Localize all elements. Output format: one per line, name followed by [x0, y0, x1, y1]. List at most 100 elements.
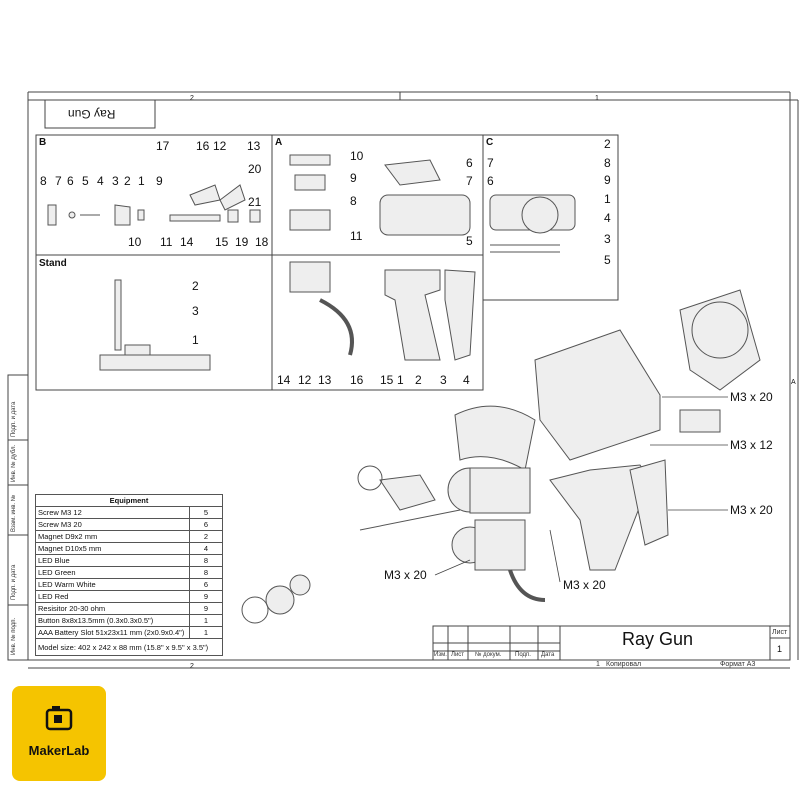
- part-number: 12: [213, 139, 227, 153]
- stamp-label: Инв. № дубл.: [11, 444, 17, 482]
- tb-col: Дата: [541, 652, 555, 658]
- equipment-item: AAA Battery Slot 51x23x11 mm (2x0.9x0.4"…: [35, 626, 190, 639]
- equipment-qty: 6: [189, 578, 223, 591]
- part-number: 1: [138, 174, 145, 188]
- part-number: 10: [128, 235, 142, 249]
- part-number: 13: [318, 373, 332, 387]
- equipment-qty: 2: [189, 530, 223, 543]
- part-number: 16: [350, 373, 364, 387]
- part-number: 1: [397, 373, 404, 387]
- tb-col: Лист: [451, 652, 465, 658]
- part-number: 2: [124, 174, 131, 188]
- zone-bottom-2: 2: [190, 663, 194, 670]
- mirrored-title: Ray Gun: [68, 107, 116, 121]
- part-number: 4: [97, 174, 104, 188]
- stamp-label: Подп. и дата: [11, 564, 17, 600]
- equipment-qty: 8: [189, 566, 223, 579]
- part-number: 5: [466, 234, 473, 248]
- equipment-qty: 4: [189, 542, 223, 555]
- tb-col: Изм.: [434, 652, 447, 658]
- tb-col: Подп.: [515, 652, 531, 658]
- equipment-qty: 9: [189, 590, 223, 603]
- part-number: 8: [604, 156, 611, 170]
- part-number: 3: [440, 373, 447, 387]
- exploded-parts: [47, 154, 761, 624]
- part-number: 6: [67, 174, 74, 188]
- part-number: 14: [180, 235, 194, 249]
- zone-bottom-1: 1: [596, 661, 600, 668]
- sheet-number: 1: [777, 644, 783, 654]
- part-number: 7: [487, 156, 494, 170]
- equipment-qty: 9: [189, 602, 223, 615]
- callout-screw: M3 x 20: [563, 578, 606, 592]
- equipment-row: Button 8x8x13.5mm (0.3x0.3x0.5")1: [35, 614, 223, 627]
- stamp-label: Инв. № подп.: [11, 617, 17, 655]
- callout-screw: M3 x 20: [730, 503, 773, 517]
- part-number: 6: [487, 174, 494, 188]
- part-number: 5: [82, 174, 89, 188]
- equipment-row: AAA Battery Slot 51x23x11 mm (2x0.9x0.4"…: [35, 626, 223, 639]
- model-size: Model size: 402 x 242 x 88 mm (15.8" x 9…: [35, 638, 223, 656]
- part-number: 8: [350, 194, 357, 208]
- part-number: 20: [248, 162, 262, 176]
- part-number: 3: [112, 174, 119, 188]
- panel-b-label: B: [39, 137, 47, 148]
- equipment-item: Screw M3 20: [35, 518, 190, 531]
- callout-screw: M3 x 20: [384, 568, 427, 582]
- tb-col: № докум.: [475, 652, 502, 658]
- part-number: 14: [277, 373, 291, 387]
- part-number: 11: [160, 235, 173, 249]
- equipment-header: Equipment: [35, 494, 223, 507]
- equipment-item: Screw M3 12: [35, 506, 190, 519]
- part-number: 12: [298, 373, 312, 387]
- part-number: 11: [350, 229, 363, 243]
- part-number: 16: [196, 139, 210, 153]
- zone-top-2: 2: [190, 95, 194, 102]
- equipment-item: LED Warm White: [35, 578, 190, 591]
- part-number: 4: [463, 373, 470, 387]
- part-number: 8: [40, 174, 47, 188]
- part-number: 3: [604, 232, 611, 246]
- panel-c-label: C: [486, 137, 494, 148]
- copied-label: Копировал: [606, 661, 642, 668]
- part-number: 21: [248, 195, 262, 209]
- callout-screw: M3 x 12: [730, 438, 773, 452]
- sheet-label: Лист: [772, 629, 788, 636]
- part-number: 3: [192, 304, 199, 318]
- part-number: 19: [235, 235, 249, 249]
- part-number: 1: [604, 192, 611, 206]
- makerlab-logo: MakerLab: [12, 686, 106, 781]
- part-number: 10: [350, 149, 364, 163]
- equipment-item: LED Green: [35, 566, 190, 579]
- part-number: 6: [466, 156, 473, 170]
- equipment-item: Magnet D10x5 mm: [35, 542, 190, 555]
- part-number: 5: [604, 253, 611, 267]
- part-number: 4: [604, 211, 611, 225]
- part-number: 2: [604, 137, 611, 151]
- part-number: 2: [192, 279, 199, 293]
- equipment-item: Resisitor 20-30 ohm: [35, 602, 190, 615]
- part-number: 17: [156, 139, 170, 153]
- zone-top-1: 1: [595, 95, 599, 102]
- panel-stand-label: Stand: [39, 258, 67, 269]
- equipment-qty: 8: [189, 554, 223, 567]
- part-number: 18: [255, 235, 269, 249]
- equipment-item: LED Blue: [35, 554, 190, 567]
- camera-icon: [45, 706, 73, 731]
- logo-text: MakerLab: [28, 743, 90, 758]
- part-number: 1: [192, 333, 199, 347]
- format-label: Формат А3: [720, 661, 756, 668]
- drawing-title: Ray Gun: [622, 629, 694, 649]
- callout-screw: M3 x 20: [730, 390, 773, 404]
- part-number: 15: [215, 235, 229, 249]
